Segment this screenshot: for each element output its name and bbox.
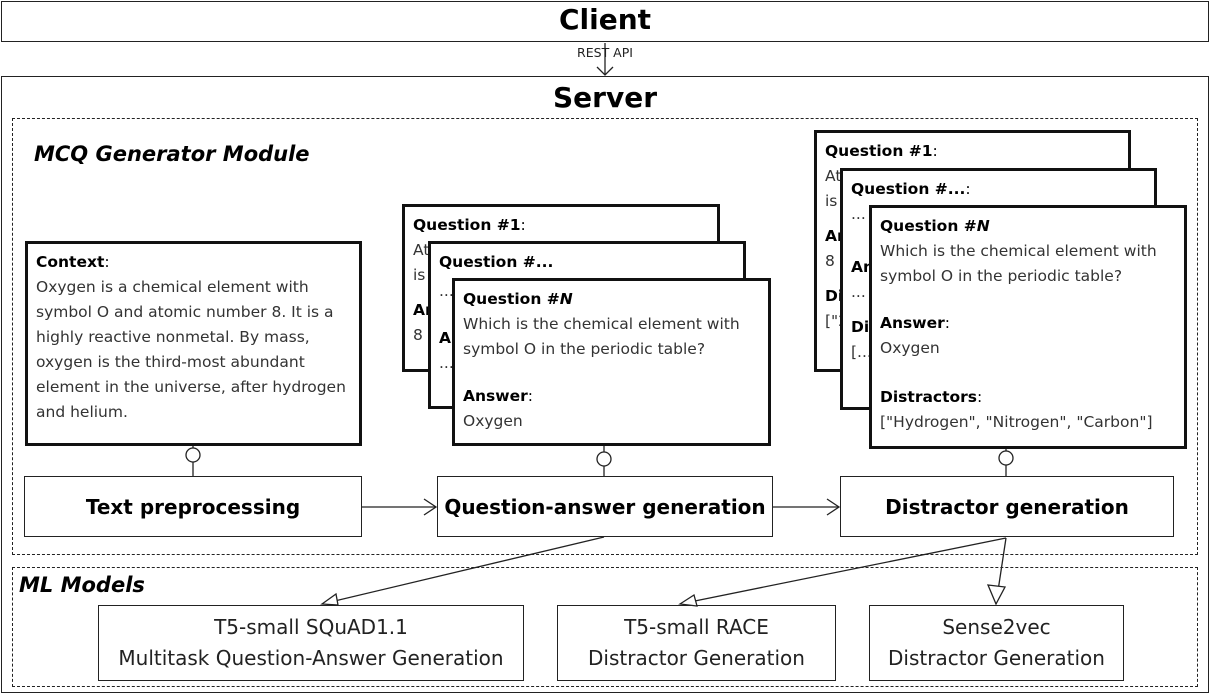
dist-front-label-n: N — [976, 217, 990, 235]
t5-squad-model-box: T5-small SQuAD1.1 Multitask Question-Ans… — [98, 605, 524, 681]
t5-squad-line1: T5-small SQuAD1.1 — [214, 615, 408, 639]
context-colon: : — [104, 253, 110, 271]
t5-race-model-box: T5-small RACE Distractor Generation — [557, 605, 836, 681]
sense2vec-line1: Sense2vec — [942, 615, 1051, 639]
dist-interface-icon — [998, 450, 1014, 466]
distractor-generation-box: Distractor generation — [840, 476, 1174, 537]
dist-front-label: Question # — [880, 217, 977, 235]
dist-front-distractors: ["Hydrogen", "Nitrogen", "Carbon"] — [880, 413, 1153, 431]
dist-middle-distractors: [... — [851, 343, 872, 361]
dist-front-answer: Oxygen — [880, 339, 940, 357]
server-title: Server — [552, 81, 657, 114]
t5-squad-line2: Multitask Question-Answer Generation — [118, 646, 504, 670]
dist-back-line2: is — [825, 192, 838, 210]
context-label: Context — [36, 253, 105, 271]
distractor-to-t5-race-arrow — [679, 537, 1007, 605]
dist-front-answer-colon: : — [944, 314, 950, 332]
dist-middle-label: Question #... — [851, 180, 966, 198]
context-text: Oxygen is a chemical element with symbol… — [36, 278, 346, 421]
dist-front-distractors-colon: : — [977, 388, 983, 406]
dist-back-line1: At — [825, 167, 842, 185]
dist-back-distractors-label: Di — [825, 287, 844, 305]
qa-interface-icon — [596, 451, 612, 467]
dist-middle-distractors-label: Di — [851, 318, 870, 336]
qa-front-answer-colon: : — [527, 387, 533, 405]
qa-middle-line1: ... — [439, 282, 454, 300]
dist-card-front: Question #N Which is the chemical elemen… — [869, 205, 1187, 449]
dist-front-distractors-label: Distractors — [880, 388, 978, 406]
dist-middle-colon: : — [965, 180, 971, 198]
qa-back-line2: is — [413, 266, 426, 284]
qa-to-t5-squad-arrow — [321, 536, 605, 605]
rest-api-arrowhead — [596, 66, 614, 76]
qa-middle-label: Question #... — [439, 253, 554, 271]
qa-front-answer: Oxygen — [463, 412, 523, 430]
ml-models-area — [12, 567, 1198, 687]
client-title: Client — [558, 3, 652, 36]
dist-middle-answer-label: An — [851, 258, 875, 276]
mcq-module-title: MCQ Generator Module — [34, 142, 310, 166]
mcq-generator-module-area — [12, 118, 1198, 555]
qa-back-line1: At — [413, 241, 430, 259]
dist-front-answer-label: Answer — [880, 314, 945, 332]
t5-race-line2: Distractor Generation — [588, 646, 805, 670]
text-preprocessing-box: Text preprocessing — [24, 476, 362, 537]
qa-front-label: Question # — [463, 290, 560, 308]
qa-front-answer-label: Answer — [463, 387, 528, 405]
dist-back-colon: : — [932, 142, 938, 160]
dist-middle-answer: ... — [851, 283, 866, 301]
qa-back-colon: : — [520, 216, 526, 234]
client-box — [1, 1, 1209, 42]
qa-back-label: Question #1 — [413, 216, 521, 234]
sense2vec-model-box: Sense2vec Distractor Generation — [869, 605, 1124, 681]
dist-back-label: Question #1 — [825, 142, 933, 160]
qa-front-label-n: N — [559, 290, 573, 308]
qa-middle-answer-label: A — [439, 329, 451, 347]
ml-models-title: ML Models — [19, 573, 145, 597]
qa-back-answer: 8 — [413, 326, 423, 344]
context-card: Context: Oxygen is a chemical element wi… — [25, 241, 362, 446]
qa-card-front: Question #N Which is the chemical elemen… — [452, 278, 771, 446]
dist-back-answer: 8 — [825, 252, 835, 270]
dist-front-question: Which is the chemical element with symbo… — [880, 242, 1157, 285]
qa-middle-answer: ... — [439, 354, 454, 372]
t5-race-line1: T5-small RACE — [624, 615, 769, 639]
qa-front-question: Which is the chemical element with symbo… — [463, 315, 740, 358]
sense2vec-line2: Distractor Generation — [888, 646, 1105, 670]
qa-generation-box: Question-answer generation — [437, 476, 773, 537]
dist-middle-line1: ... — [851, 205, 866, 223]
context-interface-icon — [185, 447, 201, 463]
server-box — [1, 76, 1209, 693]
